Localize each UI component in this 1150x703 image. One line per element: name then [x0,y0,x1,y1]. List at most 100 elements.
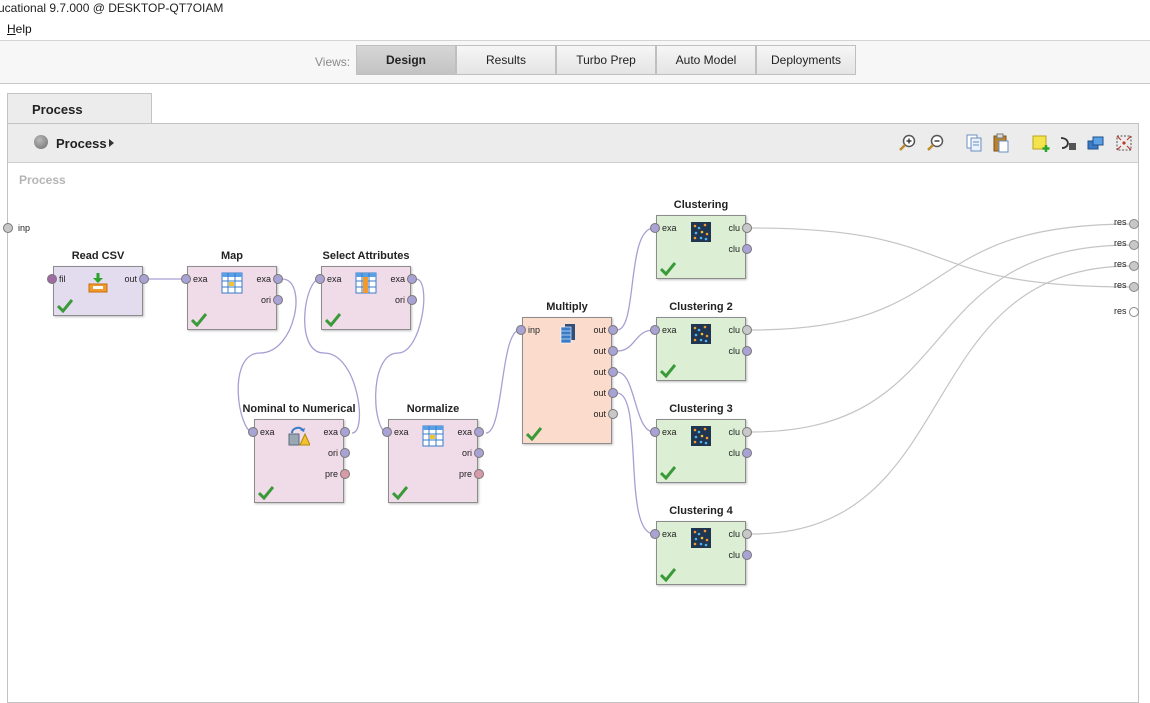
port-label: fil [59,274,66,284]
result-port-5[interactable] [1129,307,1139,317]
status-check-icon [191,313,207,327]
port-out-1[interactable] [608,325,618,335]
port-ori-out[interactable] [340,448,350,458]
port-clu-out-2[interactable] [742,244,752,254]
port-pre-out[interactable] [474,469,484,479]
port-exa-out[interactable] [474,427,484,437]
port-label: exa [662,223,677,233]
port-exa[interactable] [248,427,258,437]
port-exa-out[interactable] [273,274,283,284]
views-label: Views: [315,55,351,69]
add-note-icon[interactable] [1031,133,1051,153]
auto-wire-icon[interactable] [1058,133,1078,153]
port-exa-out[interactable] [340,427,350,437]
port-exa[interactable] [382,427,392,437]
wire-clust3-res [750,244,1133,433]
zoom-out-icon[interactable] [926,133,946,153]
operator-title: Clustering [673,199,729,211]
process-canvas[interactable]: Process inp Read CSV [3,163,1139,695]
port-label: exa [323,427,338,437]
paste-icon[interactable] [991,133,1011,153]
port-ori-out[interactable] [474,448,484,458]
result-port-4[interactable] [1129,282,1139,292]
port-out-2[interactable] [608,346,618,356]
port-inp[interactable] [516,325,526,335]
operator-title: Select Attributes [322,250,410,262]
result-port-1[interactable] [1129,219,1139,229]
status-check-icon [660,466,676,480]
view-turbo-prep-button[interactable]: Turbo Prep [556,45,656,75]
result-port-3[interactable] [1129,261,1139,271]
result-port-label: res [1114,280,1127,290]
window-titlebar: ucational 9.7.000 @ DESKTOP-QT7OIAM [0,0,1150,18]
port-out-5[interactable] [608,409,618,419]
port-out-3[interactable] [608,367,618,377]
breadcrumb[interactable]: Process [56,136,107,151]
port-clu-out[interactable] [742,529,752,539]
view-results-button[interactable]: Results [456,45,556,75]
port-exa[interactable] [650,427,660,437]
operator-clustering-2[interactable]: Clustering 2 exa clu clu [650,301,752,381]
operator-multiply[interactable]: Multiply inp out out out out out [516,301,618,444]
fit-to-view-icon[interactable] [1114,133,1134,153]
port-exa-out[interactable] [407,274,417,284]
port-label: pre [324,469,338,479]
port-fil[interactable] [47,274,57,284]
port-label: ori [461,448,472,458]
port-clu-out[interactable] [742,325,752,335]
port-label: out [593,325,606,335]
port-exa[interactable] [650,325,660,335]
result-port-2[interactable] [1129,240,1139,250]
port-label: exa [457,427,472,437]
operator-clustering-3[interactable]: Clustering 3 exa clu clu [650,403,752,483]
port-out-4[interactable] [608,388,618,398]
clustering-icon [691,528,711,548]
operator-map[interactable]: Map exa exa ori [181,250,283,330]
port-clu-out-2[interactable] [742,346,752,356]
port-exa[interactable] [181,274,191,284]
port-label: out [593,367,606,377]
process-input-port[interactable] [3,223,13,233]
port-label: out [593,346,606,356]
result-port-label: res [1114,306,1127,316]
port-clu-out[interactable] [742,223,752,233]
operator-read-csv[interactable]: Read CSV fil out [47,250,149,316]
operator-nominal-to-numerical[interactable]: Nominal to Numerical exa exa ori pre [242,403,356,503]
table-icon [221,272,243,294]
port-ori-out[interactable] [273,295,283,305]
port-exa[interactable] [315,274,325,284]
port-label: clu [728,529,740,539]
port-ori-out[interactable] [407,295,417,305]
arrange-operators-icon[interactable] [1086,133,1106,153]
operator-clustering[interactable]: Clustering exa clu clu [650,199,752,279]
operator-clustering-4[interactable]: Clustering 4 exa clu clu [650,505,752,585]
tab-process[interactable]: Process [7,93,152,124]
port-label: out [593,388,606,398]
select-attributes-icon [355,272,377,294]
port-pre-out[interactable] [340,469,350,479]
port-clu-out[interactable] [742,427,752,437]
view-auto-model-button[interactable]: Auto Model [656,45,756,75]
port-clu-out-2[interactable] [742,550,752,560]
operator-body[interactable] [388,419,478,503]
port-clu-out-2[interactable] [742,448,752,458]
copy-icon[interactable] [964,133,984,153]
menu-help[interactable]: Help [7,22,32,36]
operator-body[interactable] [254,419,344,503]
port-label: exa [256,274,271,284]
view-deployments-button[interactable]: Deployments [756,45,856,75]
operator-title: Clustering 2 [669,301,733,313]
breadcrumb-arrow-icon[interactable] [109,139,114,147]
port-out[interactable] [139,274,149,284]
port-exa[interactable] [650,529,660,539]
operator-select-attributes[interactable]: Select Attributes exa exa ori [315,250,417,330]
status-check-icon [660,262,676,276]
operator-normalize[interactable]: Normalize exa exa ori pre [382,403,484,503]
wire-multiply-clust3 [616,371,655,433]
wire-select-normalize [375,278,425,434]
view-design-button[interactable]: Design [356,45,456,75]
process-toolbar: Process [8,124,1138,163]
menu-bar: Help [0,18,1150,41]
zoom-in-icon[interactable] [898,133,918,153]
port-exa[interactable] [650,223,660,233]
